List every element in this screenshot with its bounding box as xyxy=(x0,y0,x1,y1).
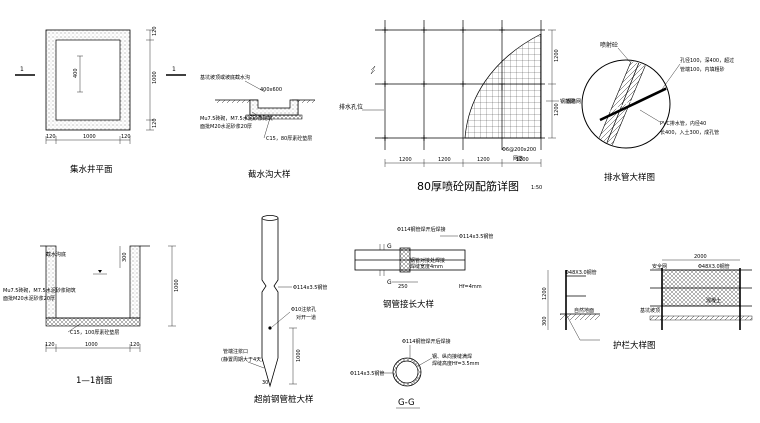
rail-label-paint: 安全网 xyxy=(652,263,667,270)
drain-label-rebar: 钢筋网 xyxy=(566,98,581,105)
s11-note-mortar: Mu7.5砖砌，M7.5水泥砂浆砌筑 xyxy=(3,287,76,294)
pile-label-grout-sub: (静置周期大于4天) xyxy=(221,356,263,363)
rail-label-base: 混凝土 xyxy=(706,297,721,304)
drain-label-shotcrete: 喷射砼 xyxy=(600,41,618,49)
pipe-joint-detail: Φ114钢管焊开后焊接 Φ114x3.5钢管 G G 钢管对接处焊接 焊缝宽度4… xyxy=(354,226,493,310)
pipe-joint-title: 钢管接长大样 xyxy=(383,299,435,310)
drain-note-b1: PVC排水管，内径40 xyxy=(660,120,706,127)
mesh-label-drain: 排水孔位 xyxy=(339,103,363,111)
dim-height: 1000 xyxy=(152,71,158,84)
mesh-dim-bottom-4: 1200 xyxy=(516,157,529,163)
dim-bottom-left: 120 xyxy=(46,134,56,140)
mesh-detail-scale: 1:50 xyxy=(531,185,542,191)
s11-dim-width: 1000 xyxy=(85,342,98,348)
mesh-label-spec: Φ6@200x200 xyxy=(502,147,536,153)
section-1-1: 截水沟底 300 1000 Mu7.5砖砌，M7.5水泥砂浆砌筑 面批M20水泥… xyxy=(3,245,180,386)
drain-note-a2: 管端100，内填粗砂 xyxy=(680,66,725,73)
trench-detail-title: 截水沟大样 xyxy=(248,169,291,180)
s11-dim-300: 300 xyxy=(122,252,128,262)
s11-note-base: C15，100厚素砼垫层 xyxy=(70,329,119,336)
s11-dim-left: 120 xyxy=(45,342,55,348)
gg-note-1: 钢、纵向接缝满焊 xyxy=(432,353,472,360)
joint-note-2: 焊缝宽度4mm xyxy=(410,263,443,270)
drain-pipe-detail: 喷射砼 钢筋网 孔径100，深400，超过 管端100，内填粗砂 PVC排水管，… xyxy=(566,41,734,183)
trench-note-base: C15，80厚素砼垫层 xyxy=(266,135,312,142)
joint-marker-top: G xyxy=(387,243,392,250)
rail-dim-1200: 1200 xyxy=(542,287,548,300)
trench-detail: 基坑坡顶或坡底截水沟 400x600 Mu7.5砖砌，M7.5水泥砂浆砌筑 面批… xyxy=(200,74,315,180)
rail-label-pipe-a: Φ48X3.0钢管 xyxy=(565,269,597,276)
mesh-dim-bottom-2: 1200 xyxy=(438,157,451,163)
joint-note-1: 钢管对接处焊接 xyxy=(410,257,445,264)
pile-dim-1000: 1000 xyxy=(296,349,302,362)
mesh-dim-bottom-3: 1200 xyxy=(477,157,490,163)
pile-dim-bottom: 30 xyxy=(262,380,268,386)
drain-pipe-title: 排水管大样图 xyxy=(604,172,655,183)
sump-plan-interior xyxy=(55,39,121,121)
section-1-1-title: 1—1剖面 xyxy=(76,375,113,386)
joint-marker-bottom: G xyxy=(387,279,392,286)
joint-dim-weld: Hf=4mm xyxy=(459,284,482,290)
joint-label-pipe: Φ114x3.5钢管 xyxy=(459,233,493,240)
dim-wall-bottom: 120 xyxy=(152,118,158,128)
drain-note-b2: 长400，入土300，成孔管 xyxy=(660,129,719,136)
steel-pile-detail: Φ114x3.5钢管 Φ10注浆孔 对开一道 管端注浆口 (静置周期大于4天) … xyxy=(221,215,327,405)
joint-label-top: Φ114钢管焊开后焊接 xyxy=(397,226,445,233)
rail-label-pipe-b: Φ48X3.0钢管 xyxy=(698,263,730,270)
section-gg: Φ114钢管焊开后焊接 Φ114x3.5钢管 钢、纵向接缝满焊 焊缝高度Hf=3… xyxy=(350,338,480,409)
sump-plan: 1 1 400 120 1000 120 120 1000 120 集水井平面 xyxy=(15,26,186,175)
trench-note-render: 面批M20水泥砂浆20厚 xyxy=(200,123,252,130)
drain-note-a1: 孔径100，深400，超过 xyxy=(680,57,734,64)
mesh-label-spec-sub: 网筋 xyxy=(513,155,523,162)
sump-plan-title: 集水井平面 xyxy=(70,164,113,175)
rail-dim-300: 300 xyxy=(542,316,548,326)
guardrail-detail: Φ48X3.0钢管 自然地面 1200 300 2000 安全网 Φ48X3.0… xyxy=(542,254,753,351)
gg-note-2: 焊缝高度Hf=3.5mm xyxy=(432,360,480,367)
mesh-dim-bottom-1: 1200 xyxy=(399,157,412,163)
shotcrete-mesh-detail: 1200 1200 1200 1200 1200 1200 排水孔位 钢筋网 Φ… xyxy=(339,20,575,193)
joint-dim-250: 250 xyxy=(398,284,408,290)
mesh-dim-right-bottom: 1200 xyxy=(554,103,560,116)
pile-label-hole: Φ10注浆孔 xyxy=(291,306,316,313)
gg-label-left: Φ114x3.5钢管 xyxy=(350,370,384,377)
trench-note-top: 基坑坡顶或坡底截水沟 xyxy=(200,74,250,81)
pile-label-hole-sub: 对开一道 xyxy=(296,314,316,321)
section-gg-title: G-G xyxy=(398,398,415,408)
steel-pile-title: 超前钢管桩大样 xyxy=(254,394,314,405)
rail-dim-2000: 2000 xyxy=(694,254,707,260)
guardrail-title: 护栏大样图 xyxy=(613,340,656,351)
mesh-label-rebar: 钢筋网 xyxy=(560,98,575,105)
s11-note-render: 面批M20水泥砂浆20厚 xyxy=(3,295,55,302)
trench-note-mortar: Mu7.5砖砌，M7.5水泥砂浆砌筑 xyxy=(200,115,273,122)
s11-dim-right: 120 xyxy=(130,342,140,348)
s11-dim-1000: 1000 xyxy=(174,279,180,292)
pile-label-grout: 管端注浆口 xyxy=(223,348,248,355)
trench-dim-top: 400x600 xyxy=(260,87,282,93)
rail-label-slope: 基坑坡顶 xyxy=(640,307,660,314)
dim-bottom-right: 120 xyxy=(121,134,131,140)
dim-inner: 400 xyxy=(73,68,79,78)
mesh-dim-right-top: 1200 xyxy=(554,49,560,62)
section-mark-right: 1 xyxy=(172,66,176,73)
section-mark-left: 1 xyxy=(20,66,24,73)
gg-label-top: Φ114钢管焊开后焊接 xyxy=(402,338,450,345)
rail-label-ground: 自然地面 xyxy=(574,307,594,314)
mesh-detail-title: 80厚喷砼网配筋详图 xyxy=(417,179,519,193)
s11-label-water: 截水沟底 xyxy=(46,251,66,258)
dim-wall-top: 120 xyxy=(152,26,158,36)
dim-bottom-width: 1000 xyxy=(83,134,96,140)
pile-label-pipe: Φ114x3.5钢管 xyxy=(293,284,327,291)
